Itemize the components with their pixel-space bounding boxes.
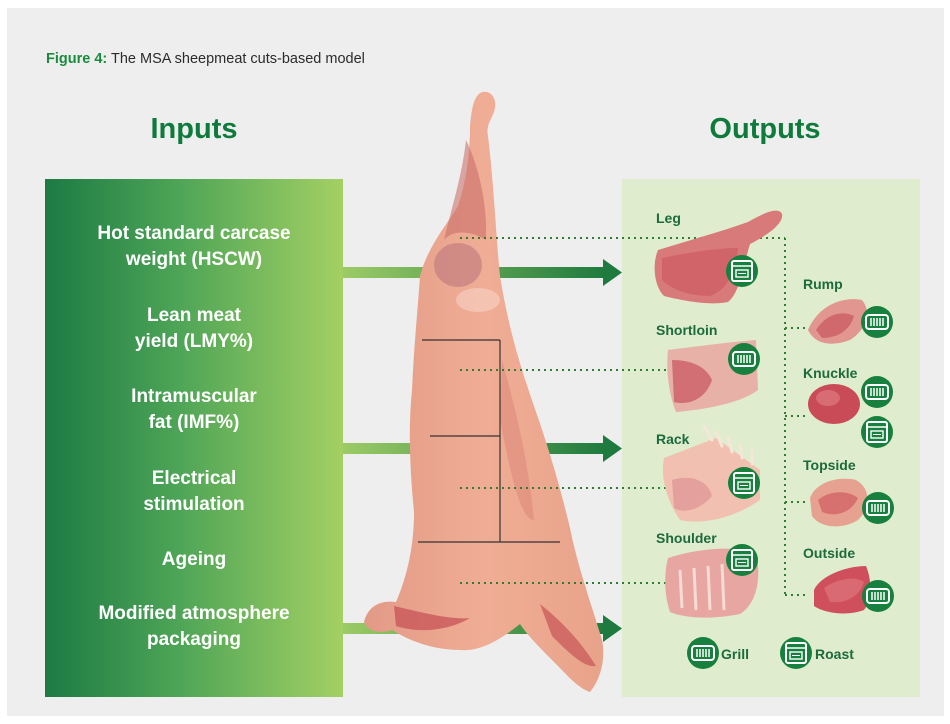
legend-roast-label: Roast [815, 646, 854, 662]
roast-icon [726, 255, 758, 287]
roast-icon [780, 637, 812, 669]
roast-icon [728, 467, 760, 499]
cut-label-leg: Leg [656, 210, 681, 226]
roast-icon [726, 544, 758, 576]
cut-label-topside: Topside [803, 457, 856, 473]
outside-cut-image [814, 566, 870, 613]
cut-label-rump: Rump [803, 276, 843, 292]
roast-icon [861, 416, 893, 448]
knuckle-cut-image [808, 384, 860, 424]
cut-label-shortloin: Shortloin [656, 322, 717, 338]
grill-icon [861, 306, 893, 338]
cut-label-knuckle: Knuckle [803, 365, 857, 381]
grill-icon [861, 376, 893, 408]
topside-cut-image [810, 479, 868, 527]
cut-label-outside: Outside [803, 545, 855, 561]
grill-icon [687, 637, 719, 669]
grill-icon [862, 580, 894, 612]
cut-label-rack: Rack [656, 431, 689, 447]
grill-icon [728, 343, 760, 375]
rump-cut-image [808, 299, 867, 344]
grill-icon [862, 492, 894, 524]
carcase-image [364, 92, 603, 692]
cut-label-shoulder: Shoulder [656, 530, 717, 546]
legend-grill-label: Grill [721, 646, 749, 662]
